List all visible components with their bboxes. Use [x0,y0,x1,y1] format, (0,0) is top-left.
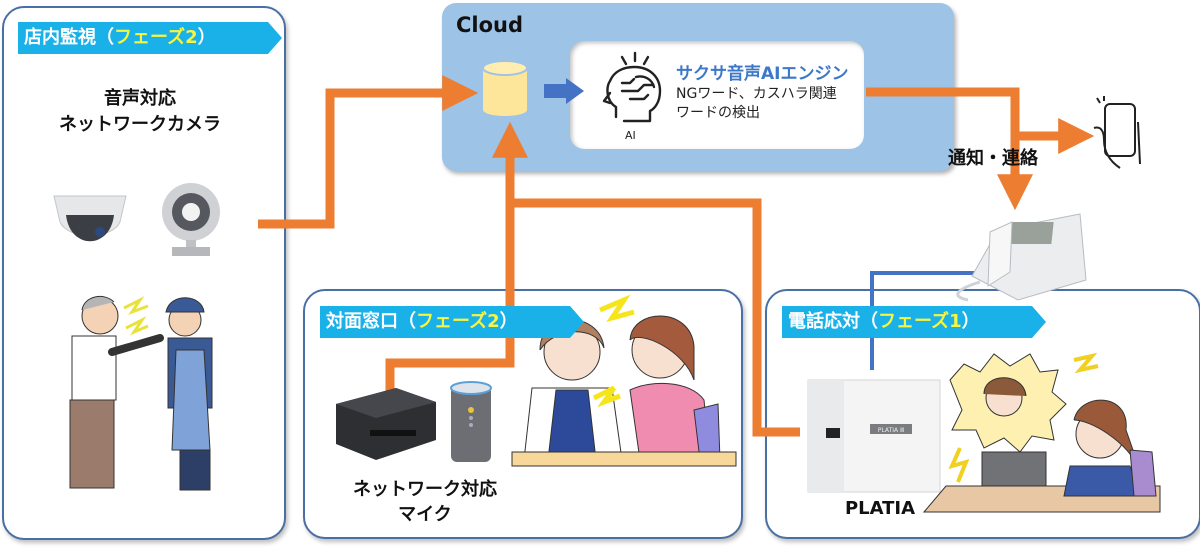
banner-suffix: ） [197,27,216,48]
dome-camera-icon [53,195,127,242]
banner-phase: フェーズ1 [878,311,962,332]
platia-device-badge: PLATIA Ⅲ [878,427,904,434]
counter-harassment-illustration [511,294,737,467]
ai-icon-label: AI [625,129,636,142]
platia-label: PLATIA [844,498,916,519]
notify-label: 通知・連絡 [948,148,1038,169]
office-phone-icon [956,213,1087,302]
camera-label: 音声対応 ネットワークカメラ [59,88,221,135]
banner-title: 対面窓口（ [326,311,416,332]
banner-title: 店内監視（ [24,27,114,48]
network-mic-icon [450,381,492,462]
counter-service-banner: 対面窓口（フェーズ2） [320,306,584,338]
flow-db-to-engine [544,78,584,104]
phone-service-banner: 電話応対（フェーズ1） [782,306,1046,338]
phone-harassment-illustration [922,352,1161,513]
database-icon [482,60,528,116]
banner-phase: フェーズ2 [416,311,500,332]
banner-suffix: ） [499,311,518,332]
ai-engine-title: サクサ音声AIエンジン [676,64,849,84]
microphone-label: ネットワーク対応 マイク [353,479,497,525]
ai-head-icon [602,51,662,123]
flow-camera-to-cloud [258,75,479,229]
store-monitoring-panel [2,6,286,540]
smartphone-icon [1093,96,1141,169]
banner-suffix: ） [961,311,980,332]
banner-phase: フェーズ2 [114,27,198,48]
platia-device-icon: PLATIA Ⅲ [807,379,941,493]
cloud-title: Cloud [456,13,524,37]
banner-title: 電話応対（ [788,311,878,332]
webcam-icon [162,183,220,256]
ai-engine-description: NGワード、カスハラ関連 ワードの検出 [676,86,837,121]
flow-platia-to-cloud [510,198,800,437]
ai-engine-box: AI サクサ音声AIエンジン NGワード、カスハラ関連 ワードの検出 [570,41,864,149]
store-monitoring-banner: 店内監視（フェーズ2） [18,22,282,54]
store-harassment-illustration [69,295,213,491]
mini-pc-icon [336,388,436,460]
flow-engine-to-notify [866,87,1033,211]
flow-counter-to-cloud [385,121,528,392]
